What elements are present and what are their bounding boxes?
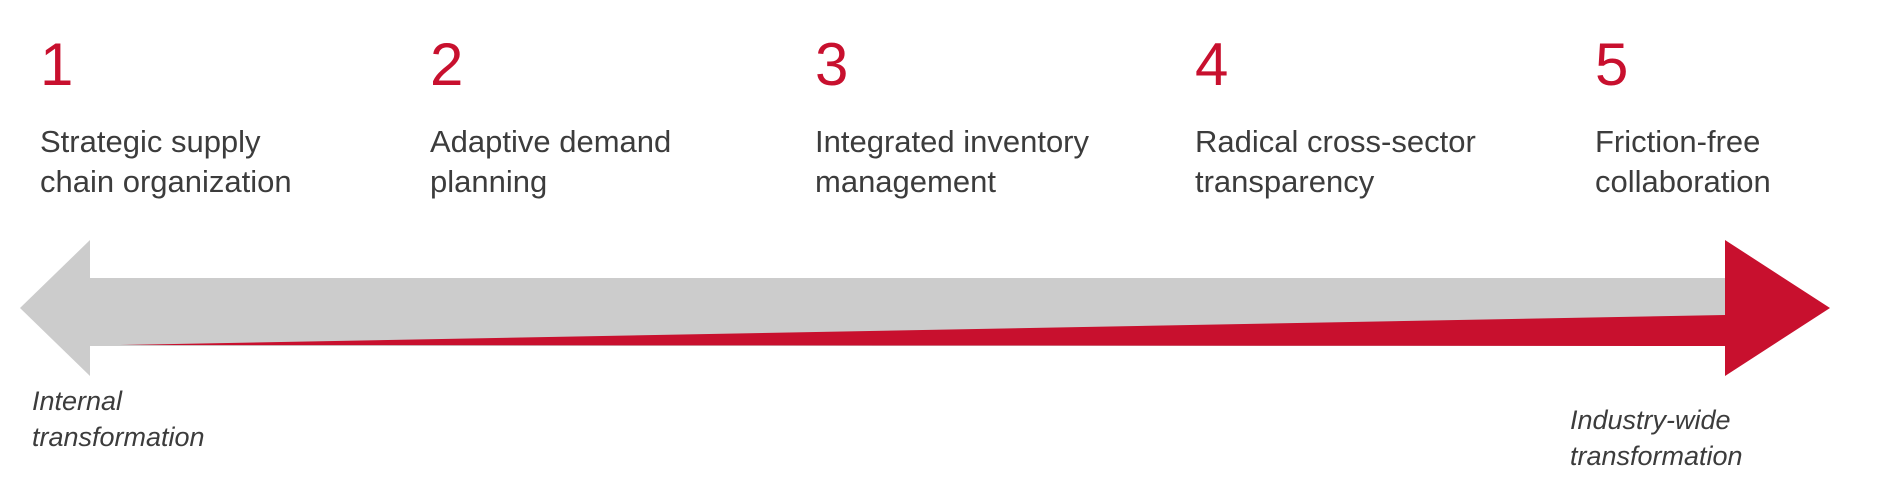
step-1: 1 Strategic supply chain organization [40, 30, 292, 202]
step-label: Strategic supply chain organization [40, 124, 292, 199]
step-number: 1 [40, 31, 74, 98]
end-label-internal: Internal transformation [32, 386, 205, 452]
step-number: 2 [430, 31, 464, 98]
step-number: 4 [1195, 31, 1229, 98]
step-number: 5 [1595, 31, 1629, 98]
step-label: Friction-free collaboration [1595, 124, 1771, 199]
end-label-industry-wide: Industry-wide transformation [1570, 405, 1743, 471]
step-5: 5 Friction-free collaboration [1595, 30, 1771, 202]
arrow-red-right [120, 240, 1830, 376]
step-label: Radical cross-sector transparency [1195, 124, 1476, 199]
arrow-gray-left [20, 240, 1725, 376]
step-number: 3 [815, 31, 849, 98]
step-label: Integrated inventory management [815, 124, 1090, 199]
step-label: Adaptive demand planning [430, 124, 672, 199]
step-2: 2 Adaptive demand planning [430, 30, 671, 202]
step-4: 4 Radical cross-sector transparency [1195, 30, 1476, 202]
step-3: 3 Integrated inventory management [815, 30, 1089, 202]
